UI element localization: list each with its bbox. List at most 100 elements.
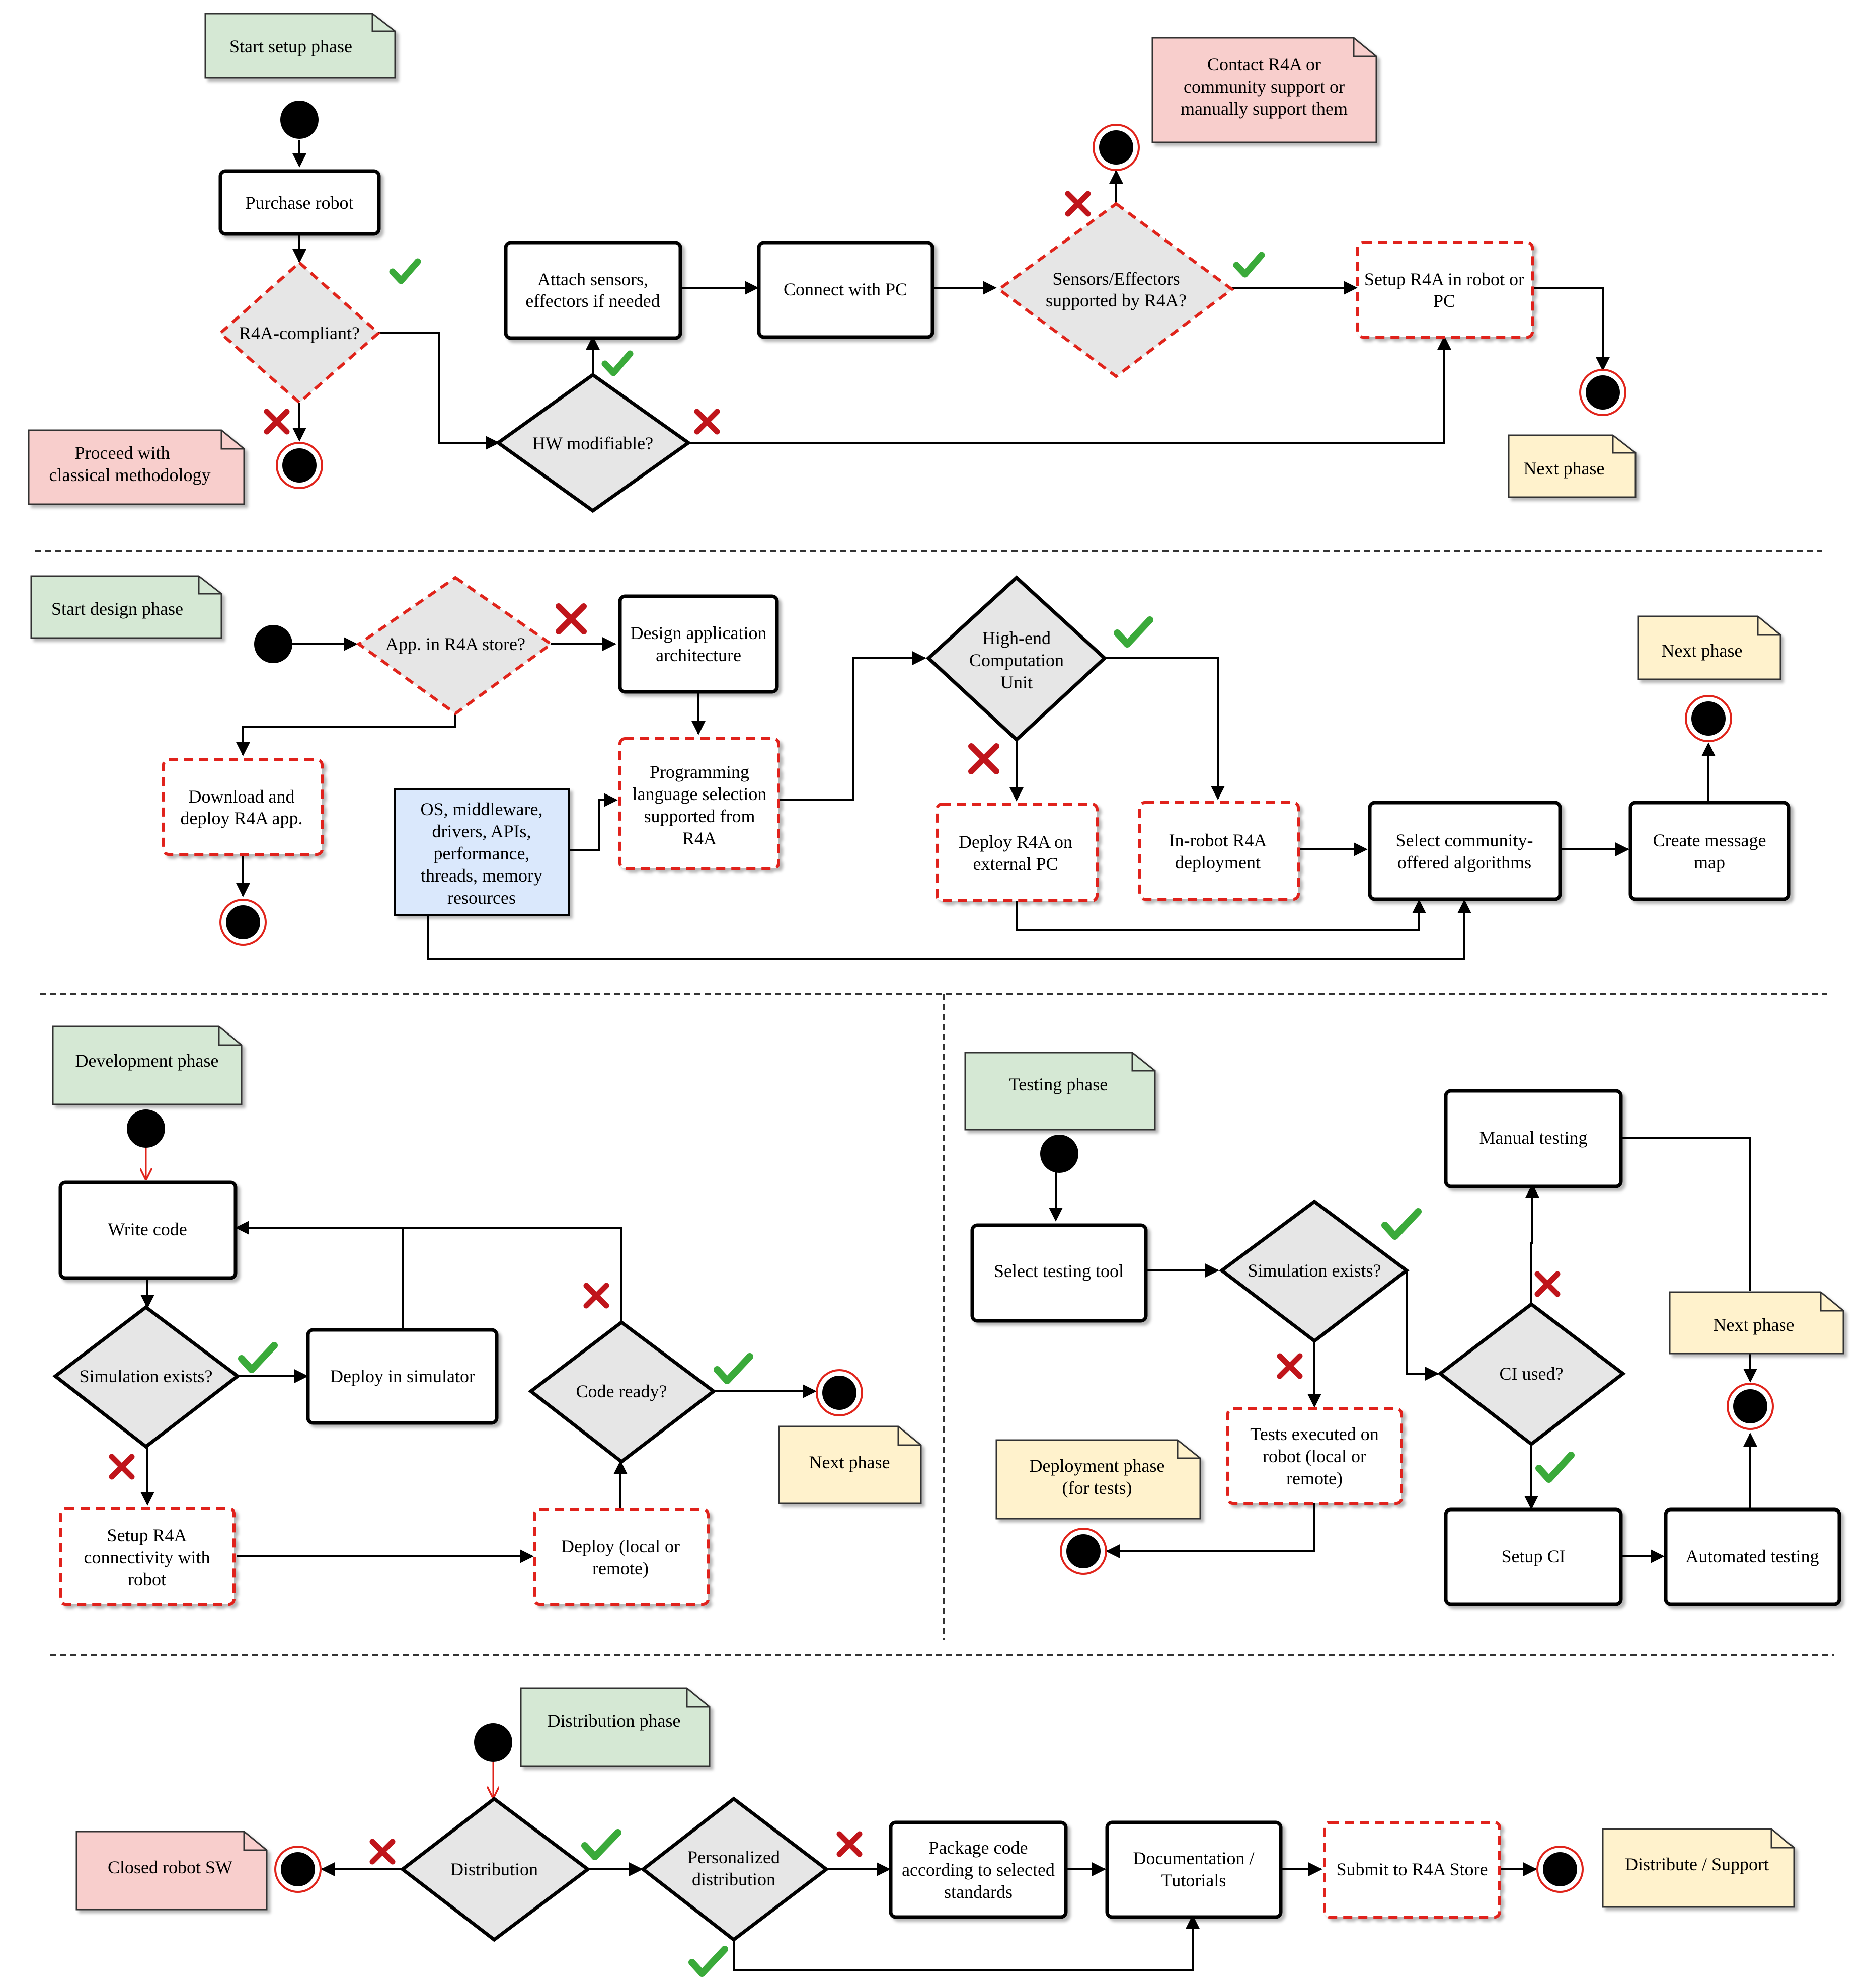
personalized-line-1: Personalized xyxy=(687,1847,780,1867)
svg-text:Sensors/Effectors: Sensors/Effectors xyxy=(1052,269,1180,289)
svg-text:Contact R4A or: Contact R4A or xyxy=(1207,54,1321,74)
ci-used-decision[interactable]: CI used? xyxy=(1437,1302,1626,1447)
select-comm-line-1: Select community- xyxy=(1396,830,1533,850)
download-deploy-action[interactable]: Download and deploy R4A app. xyxy=(162,758,324,856)
automated-testing-action[interactable]: Automated testing xyxy=(1664,1507,1841,1606)
setup-ci-label: Setup CI xyxy=(1501,1546,1565,1566)
note-setup-next-phase: Next phase xyxy=(1508,434,1637,498)
svg-text:In-robot R4A: In-robot R4A xyxy=(1169,830,1267,850)
edge xyxy=(403,1227,622,1322)
package-code-action[interactable]: Package code according to selected stand… xyxy=(889,1820,1068,1919)
contact-line-1: Contact R4A or xyxy=(1207,54,1321,74)
select-testing-tool-action[interactable]: Select testing tool xyxy=(970,1223,1148,1323)
package-line-1: Package code xyxy=(929,1838,1028,1858)
personalized-distribution-decision[interactable]: Personalized distribution xyxy=(640,1796,829,1942)
svg-text:supported from: supported from xyxy=(644,806,755,826)
connect-pc-action[interactable]: Connect with PC xyxy=(757,241,934,339)
check-icon xyxy=(389,258,421,284)
cross-icon xyxy=(836,1831,863,1857)
create-message-map-action[interactable]: Create message map xyxy=(1628,801,1791,901)
sensors-supported-decision[interactable]: Sensors/Effectors supported by R4A? xyxy=(996,202,1235,378)
edge xyxy=(1525,1183,1539,1303)
development-edges xyxy=(140,1221,817,1563)
deploy-local-line-1: Deploy (local or xyxy=(561,1536,680,1556)
note-os-resources: OS, middleware, drivers, APIs, performan… xyxy=(394,788,570,916)
high-end-computation-decision[interactable]: High-end Computation Unit xyxy=(925,575,1108,742)
final-node-distribution-closed xyxy=(274,1846,322,1893)
cross-icon xyxy=(1534,1271,1561,1297)
initial-node-setup xyxy=(280,101,319,139)
setup-edges xyxy=(292,140,1610,450)
code-ready-decision[interactable]: Code ready? xyxy=(528,1320,717,1464)
tests-executed-action[interactable]: Tests executed on robot (local or remote… xyxy=(1226,1407,1403,1505)
sensors-line-1: Sensors/Effectors xyxy=(1052,269,1180,289)
deploy-local-remote-action[interactable]: Deploy (local or remote) xyxy=(533,1508,710,1606)
test-simulation-exists-decision[interactable]: Simulation exists? xyxy=(1219,1199,1410,1343)
svg-text:Tutorials: Tutorials xyxy=(1161,1870,1226,1890)
os-line-2: drivers, APIs, xyxy=(432,821,531,841)
code-ready-label: Code ready? xyxy=(576,1381,667,1401)
svg-text:according to selected: according to selected xyxy=(902,1860,1055,1880)
deploy-external-pc-action[interactable]: Deploy R4A on external PC xyxy=(936,803,1099,902)
check-icon xyxy=(581,1829,621,1860)
edge xyxy=(378,332,500,450)
edge xyxy=(779,651,926,801)
dev-simulation-exists-decision[interactable]: Simulation exists? xyxy=(52,1305,241,1449)
inrobot-line-2: deployment xyxy=(1175,852,1261,872)
svg-text:architecture: architecture xyxy=(656,645,741,665)
note-closed-robot-sw: Closed robot SW xyxy=(75,1831,268,1911)
svg-text:Tests executed on: Tests executed on xyxy=(1250,1424,1378,1444)
hw-modifiable-decision[interactable]: HW modifiable? xyxy=(495,372,692,513)
attach-sensors-action[interactable]: Attach sensors, effectors if needed xyxy=(504,241,682,340)
os-line-3: performance, xyxy=(434,843,530,863)
hw-modifiable-label: HW modifiable? xyxy=(532,433,653,453)
cross-icon xyxy=(1277,1353,1303,1379)
setup-r4a-action[interactable]: Setup R4A in robot or PC xyxy=(1356,241,1534,339)
check-icon xyxy=(714,1353,753,1384)
design-architecture-action[interactable]: Design application architecture xyxy=(618,594,779,694)
in-robot-deployment-action[interactable]: In-robot R4A deployment xyxy=(1138,801,1300,901)
deploy-simulator-action[interactable]: Deploy in simulator xyxy=(306,1328,499,1425)
final-node-dev-next xyxy=(816,1369,863,1416)
write-code-action[interactable]: Write code xyxy=(58,1180,238,1280)
svg-text:offered algorithms: offered algorithms xyxy=(1397,852,1531,872)
svg-text:performance,: performance, xyxy=(434,843,530,863)
purchase-robot-action[interactable]: Purchase robot xyxy=(218,169,381,236)
svg-text:Personalized: Personalized xyxy=(687,1847,780,1867)
app-store-decision[interactable]: App. in R4A store? xyxy=(356,576,554,715)
svg-text:High-end: High-end xyxy=(982,628,1051,648)
download-line-2: deploy R4A app. xyxy=(181,808,303,828)
tests-exec-line-2: robot (local or xyxy=(1263,1446,1366,1466)
package-line-2: according to selected xyxy=(902,1860,1055,1880)
distribution-decision[interactable]: Distribution xyxy=(400,1796,591,1942)
create-msg-line-1: Create message xyxy=(1653,830,1766,850)
design-edges xyxy=(236,637,1716,960)
svg-text:robot (local or: robot (local or xyxy=(1263,1446,1366,1466)
setup-r4a-line-1: Setup R4A in robot or xyxy=(1364,269,1524,289)
setup-connectivity-action[interactable]: Setup R4A connectivity with robot xyxy=(59,1507,236,1606)
setup-ci-action[interactable]: Setup CI xyxy=(1444,1507,1623,1606)
sensors-line-2: supported by R4A? xyxy=(1046,290,1187,310)
note-proceed-line-2: classical methodology xyxy=(49,465,211,485)
svg-text:Package code: Package code xyxy=(929,1838,1028,1858)
programming-language-action[interactable]: Programming language selection supported… xyxy=(618,737,780,870)
submit-r4a-store-action[interactable]: Submit to R4A Store xyxy=(1323,1821,1501,1919)
note-dev-next-label: Next phase xyxy=(809,1452,890,1472)
documentation-tutorials-action[interactable]: Documentation / Tutorials xyxy=(1105,1820,1283,1919)
svg-text:Deployment phase: Deployment phase xyxy=(1030,1456,1165,1476)
note-development-phase: Development phase xyxy=(52,1025,243,1105)
cross-icon xyxy=(369,1839,396,1865)
deploy-sim-label: Deploy in simulator xyxy=(330,1366,475,1386)
select-community-algorithms-action[interactable]: Select community- offered algorithms xyxy=(1368,801,1562,901)
svg-text:manually support them: manually support them xyxy=(1181,99,1348,119)
check-icon xyxy=(601,350,634,376)
manual-testing-action[interactable]: Manual testing xyxy=(1444,1089,1623,1188)
prog-line-4: R4A xyxy=(682,828,717,848)
edge xyxy=(733,1915,1200,1971)
svg-text:OS, middleware,: OS, middleware, xyxy=(421,799,543,819)
contact-line-2: community support or xyxy=(1184,76,1345,97)
final-node-distribution-submit xyxy=(1536,1846,1584,1893)
note-closed-label: Closed robot SW xyxy=(108,1857,232,1877)
r4a-compliant-decision[interactable]: R4A-compliant? xyxy=(218,260,381,405)
